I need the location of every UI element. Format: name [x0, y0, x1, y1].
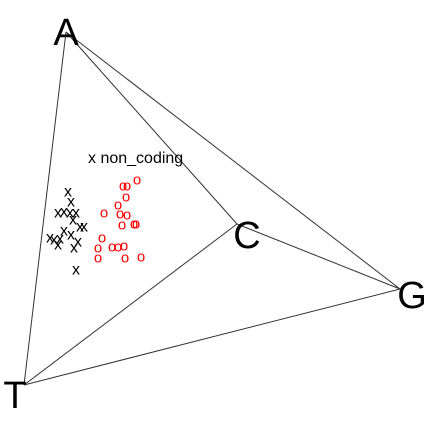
point-o: o [114, 197, 122, 214]
point-x: x [80, 219, 88, 236]
point-x: x [66, 205, 74, 222]
point-o: o [114, 239, 122, 256]
edge-c-t [23, 223, 238, 386]
point-o: o [108, 239, 116, 256]
edge-g-t [23, 288, 401, 386]
point-o: o [123, 178, 131, 195]
legend-symbol: x [88, 150, 96, 167]
point-x: x [67, 194, 75, 211]
point-x: x [72, 205, 80, 222]
legend-entry: x non_coding [88, 150, 183, 167]
point-x: x [70, 240, 78, 257]
point-o: o [119, 178, 127, 195]
point-x: x [54, 205, 62, 222]
point-x: x [46, 230, 54, 247]
edge-a-t [23, 31, 67, 386]
point-o: o [120, 238, 128, 255]
point-x: x [60, 223, 68, 240]
point-o: o [123, 207, 131, 224]
point-o: o [94, 250, 102, 267]
point-x: x [64, 184, 72, 201]
vertex-label-c: C [233, 215, 260, 257]
edge-c-g [236, 223, 401, 290]
point-o: o [116, 206, 124, 223]
point-o: o [94, 240, 102, 257]
point-x: x [69, 212, 77, 229]
vertex-label-a: A [53, 12, 79, 54]
point-o: o [130, 216, 138, 233]
point-x: x [50, 232, 58, 249]
vertex-labels: A C G T [3, 12, 426, 417]
point-o: o [133, 172, 141, 189]
edge-a-c [65, 31, 238, 225]
tetrahedron-edges [23, 31, 401, 386]
edge-a-g [65, 31, 401, 290]
vertex-label-t: T [3, 375, 26, 417]
point-o: o [137, 249, 145, 266]
point-x: x [60, 204, 68, 221]
point-o: o [100, 205, 108, 222]
point-o: o [132, 216, 140, 233]
vertex-label-g: G [397, 275, 427, 317]
point-x: x [74, 234, 82, 251]
point-x: x [54, 237, 62, 254]
point-o: o [118, 217, 126, 234]
legend-label: non_coding [100, 150, 183, 167]
point-o: o [98, 230, 106, 247]
point-o: o [122, 189, 130, 206]
point-x: x [56, 231, 64, 248]
point-x: x [72, 262, 80, 279]
point-x: x [76, 219, 84, 236]
point-o: o [121, 250, 129, 267]
point-x: x [67, 227, 75, 244]
